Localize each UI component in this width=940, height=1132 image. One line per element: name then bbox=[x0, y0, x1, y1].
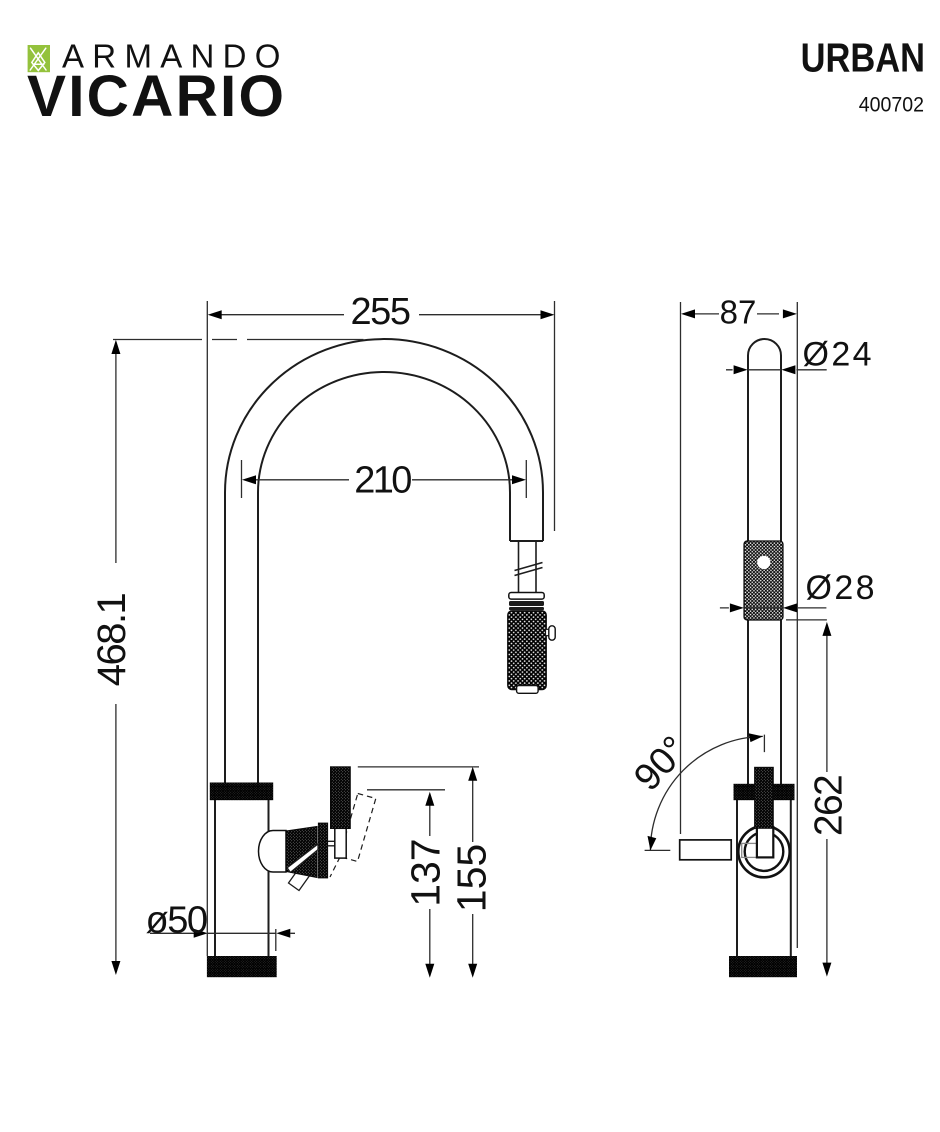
svg-text:Ø28: Ø28 bbox=[806, 569, 877, 607]
svg-text:87: 87 bbox=[720, 294, 757, 331]
svg-text:400702: 400702 bbox=[859, 93, 924, 117]
svg-text:468.1: 468.1 bbox=[90, 593, 134, 686]
svg-text:ARMANDO: ARMANDO bbox=[62, 38, 289, 75]
svg-text:137: 137 bbox=[402, 838, 448, 906]
svg-text:VICARIO: VICARIO bbox=[27, 64, 286, 129]
svg-text:155: 155 bbox=[449, 844, 495, 912]
svg-text:ø50: ø50 bbox=[146, 900, 207, 942]
svg-text:262: 262 bbox=[808, 776, 851, 836]
svg-text:90°: 90° bbox=[626, 728, 696, 799]
svg-text:255: 255 bbox=[351, 291, 410, 333]
svg-text:URBAN: URBAN bbox=[801, 36, 925, 81]
svg-text:Ø24: Ø24 bbox=[803, 335, 874, 373]
svg-text:210: 210 bbox=[354, 459, 411, 501]
